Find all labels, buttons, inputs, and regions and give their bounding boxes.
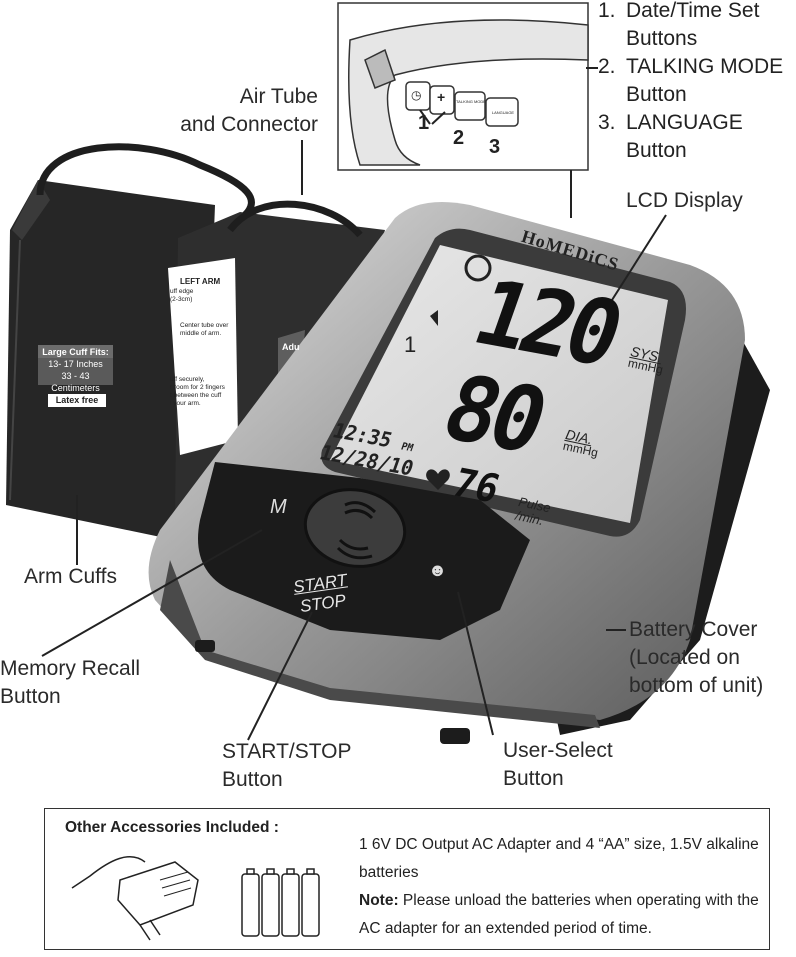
air-tube-line2: and Connector — [180, 113, 318, 136]
large-cuff-cm: 33 - 43 Centimeters — [51, 371, 100, 393]
note-text: Please unload the batteries when operati… — [359, 892, 759, 937]
air-tube-line1: Air Tube — [239, 85, 318, 108]
inset-clock-icon[interactable]: ◷ — [411, 88, 422, 102]
cuff-instructions: LEFT ARM uff edge (2-3cm) Center tube ov… — [170, 278, 236, 408]
instr-secure: uff securely, — [170, 376, 205, 383]
instr-between: t between the cuff — [170, 392, 222, 399]
user-select-label: User-Select Button — [503, 737, 613, 793]
instr-edge: uff edge — [170, 288, 194, 295]
legend-item-3: 3. LANGUAGE — [598, 109, 783, 137]
button-inset — [337, 2, 589, 171]
inset-language-button[interactable]: LANGUAGE — [491, 110, 515, 115]
legend-text: Button — [626, 83, 687, 106]
battery-cover-line3: bottom of unit) — [629, 674, 764, 697]
large-cuff-inches: 13- 17 Inches — [48, 359, 103, 369]
large-cuff-label: Large Cuff Fits: 13- 17 Inches 33 - 43 C… — [38, 346, 113, 394]
legend-num: 3. — [598, 111, 616, 134]
lcd-user-number: 1 — [404, 332, 417, 357]
inset-number-1: 1 — [418, 112, 430, 134]
legend-text: TALKING MODE — [626, 55, 784, 78]
start-stop-label: START/STOP Button — [222, 738, 352, 794]
accessories-text: 1 6V DC Output AC Adapter and 4 “AA” siz… — [359, 831, 764, 943]
accessories-title: Other Accessories Included : — [65, 819, 279, 836]
accessories-description: 1 6V DC Output AC Adapter and 4 “AA” siz… — [359, 836, 759, 881]
inset-number-2: 2 — [453, 127, 465, 149]
user-icon: ☻ — [428, 560, 447, 580]
latex-free-label: Latex free — [55, 395, 99, 405]
battery-cover-line2: (Located on — [629, 646, 740, 669]
start-stop-button[interactable]: START STOP — [292, 570, 351, 617]
adult-tab: Adu — [282, 342, 300, 352]
air-tube-label: Air Tube and Connector — [150, 83, 318, 139]
ac-adapter-drawing — [71, 855, 199, 941]
accessories-note: Note: Please unload the batteries when o… — [359, 887, 764, 943]
user-select-button[interactable]: ☻ — [428, 560, 468, 584]
start-stop-line1: START/STOP — [222, 740, 352, 763]
instr-middle: middle of arm. — [180, 330, 222, 337]
legend-item-1: 1. Date/Time Set — [598, 0, 783, 25]
legend-item-3-cont: Button — [598, 137, 783, 165]
instr-cm: (2-3cm) — [170, 296, 193, 303]
batteries-drawing — [241, 868, 320, 937]
memory-button[interactable]: M — [270, 496, 287, 518]
inset-number-3: 3 — [489, 136, 501, 158]
instr-arm: l your arm. — [170, 400, 201, 407]
user-select-line1: User-Select — [503, 739, 613, 762]
legend-item-1-cont: Buttons — [598, 25, 783, 53]
user-select-line2: Button — [503, 767, 564, 790]
large-cuff-title: Large Cuff Fits: — [42, 347, 109, 357]
instr-center: Center tube over — [180, 322, 229, 329]
monitor-body — [148, 201, 770, 744]
battery-cover-line1: Battery Cover — [629, 618, 758, 641]
arm-cuffs-label: Arm Cuffs — [24, 565, 117, 588]
left-arm-label: LEFT ARM — [180, 277, 221, 286]
battery-cover-label: Battery Cover (Located on bottom of unit… — [629, 616, 763, 700]
accessories-box: Other Accessories Included : 1 6V DC Out… — [44, 808, 770, 950]
memory-recall-label: Memory Recall Button — [0, 655, 140, 711]
instr-room: r room for 2 fingers — [170, 384, 225, 391]
legend-text: Buttons — [626, 27, 698, 50]
start-stop-line2: Button — [222, 768, 283, 791]
inset-talking-mode-button[interactable]: TALKING MODE — [456, 99, 486, 104]
note-label: Note: — [359, 892, 399, 909]
legend-text: Button — [626, 139, 687, 162]
memory-recall-line1: Memory Recall — [0, 657, 141, 680]
lcd-display-label: LCD Display — [626, 189, 743, 212]
legend-item-2-cont: Button — [598, 81, 783, 109]
legend-item-2: 2. TALKING MODE — [598, 53, 783, 81]
inset-plus-icon[interactable]: + — [437, 89, 446, 105]
legend-text: LANGUAGE — [626, 111, 743, 134]
memory-recall-line2: Button — [0, 685, 61, 708]
leader-lines — [41, 67, 667, 741]
legend-num: 1. — [598, 0, 616, 22]
button-legend: 1. Date/Time Set Buttons 2. TALKING MODE B… — [598, 0, 783, 165]
legend-num: 2. — [598, 55, 616, 78]
legend-text: Date/Time Set — [626, 0, 760, 22]
